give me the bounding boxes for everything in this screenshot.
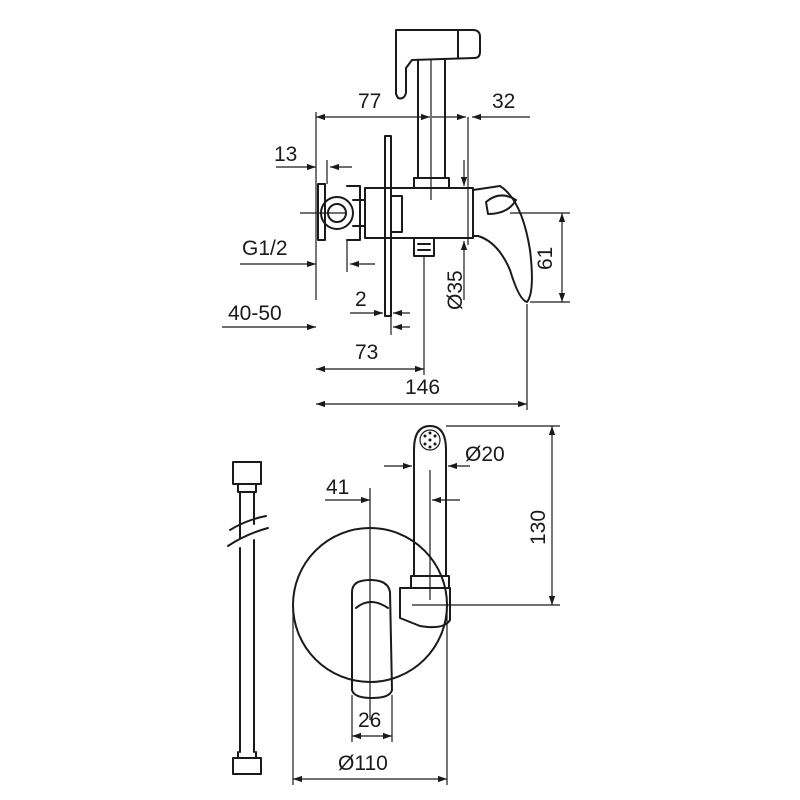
- lever-front-top: [355, 601, 389, 609]
- hose-nipple: [413, 237, 435, 257]
- dim-61: 61: [534, 247, 557, 270]
- hose-body-lower: [239, 539, 255, 753]
- dim-77: 77: [358, 90, 381, 113]
- hose-top-nut: [232, 461, 262, 485]
- side-view: 77 32 13 G1/2 61 Ø35 2 40-50: [222, 29, 570, 410]
- hose-view: [227, 461, 269, 775]
- dim-130: 130: [527, 510, 550, 545]
- flange-left: [317, 183, 326, 241]
- shower-head-outline: [395, 29, 481, 100]
- handle-lever: [472, 185, 533, 303]
- hose-top-connector: [237, 483, 257, 493]
- dim-d35: Ø35: [444, 270, 467, 310]
- dim-40-50: 40-50: [228, 302, 282, 325]
- mixer-body: [364, 187, 474, 239]
- dim-d20: Ø20: [465, 443, 505, 466]
- dim-32: 32: [492, 90, 515, 113]
- hose-break: [227, 515, 269, 547]
- handle-top: [485, 194, 517, 215]
- dim-73: 73: [355, 341, 378, 364]
- dim-41: 41: [326, 476, 349, 499]
- shower-handle-front: [413, 449, 447, 577]
- body-step: [390, 195, 403, 233]
- shower-head-front: [413, 425, 447, 451]
- inlet-cap: [346, 185, 361, 241]
- dim-2: 2: [355, 288, 367, 311]
- dim-26: 26: [358, 709, 381, 732]
- lever-front: [351, 579, 393, 699]
- wall-plate: [384, 135, 392, 317]
- dim-13: 13: [274, 143, 297, 166]
- dim-d110: Ø110: [338, 752, 388, 775]
- dim-146: 146: [405, 376, 440, 399]
- shower-holder: [399, 587, 451, 629]
- nozzle-face: [419, 429, 441, 451]
- front-view: Ø20 41 130 26 Ø110: [292, 425, 560, 785]
- dim-g12: G1/2: [242, 237, 288, 260]
- hose-bottom-nut: [232, 757, 262, 775]
- hose-body-upper: [239, 491, 255, 539]
